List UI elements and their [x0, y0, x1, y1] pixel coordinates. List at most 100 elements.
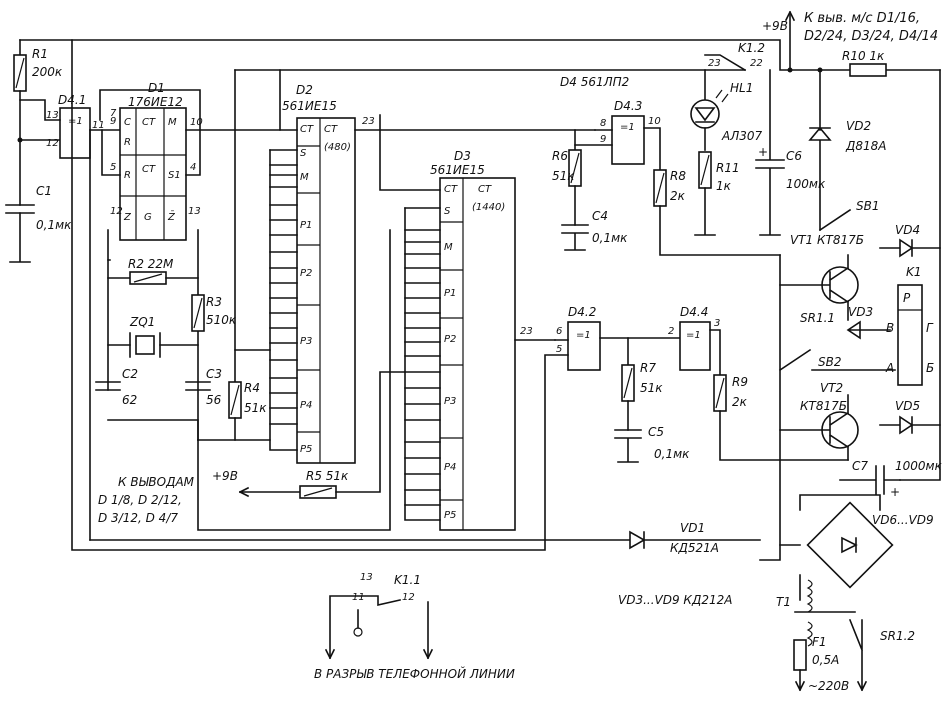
d3-pins	[404, 207, 441, 506]
pin-23-k: 23	[708, 58, 721, 69]
plus9b-label: +9В	[212, 469, 238, 483]
d42-label: D4.2	[568, 305, 596, 319]
d2-s: S	[300, 148, 307, 159]
t1-label: T1	[776, 595, 791, 609]
d1-r2: R	[124, 170, 131, 181]
sb2-label: SB2	[818, 355, 841, 369]
d4-label: D4 561ЛП2	[560, 75, 629, 89]
r1-value: 200к	[32, 65, 63, 79]
kvyvodam-label: К ВЫВОДАМ	[118, 475, 195, 489]
relay-k1	[897, 284, 923, 386]
diode-vd1	[89, 129, 761, 550]
r6-value: 51к	[552, 169, 575, 183]
d3-p2: P2	[444, 334, 456, 345]
d1-s1: S1	[168, 170, 181, 181]
c3-label: C3	[206, 367, 222, 381]
resistor-r11	[694, 151, 716, 236]
pin-3: 3	[714, 318, 720, 329]
chip-d2	[296, 117, 356, 464]
k1-a: А	[885, 361, 894, 375]
capacitor-c3	[185, 381, 211, 391]
d2-prog-bus	[269, 149, 298, 451]
pin-13: 13	[46, 110, 59, 121]
r5-label: R5 51к	[306, 469, 349, 483]
d1-r1: R	[124, 137, 131, 148]
right-rail	[899, 69, 941, 481]
d1-ct1: CT	[142, 117, 156, 128]
left-rail	[759, 254, 781, 561]
d1-s1-wire	[99, 89, 201, 176]
diode-vd3	[846, 320, 891, 340]
crystal-zq1	[129, 332, 161, 358]
vt2-label: VT2	[820, 381, 843, 395]
d3-m: M	[444, 242, 453, 253]
d3-p5: P5	[444, 510, 456, 521]
pin-12b: 12	[110, 206, 123, 217]
resistor-r6	[568, 129, 582, 226]
gate-d4-4	[679, 321, 721, 376]
vd5-label: VD5	[895, 399, 920, 413]
k1-p: Р	[903, 291, 911, 305]
d1-type: 176ИЕ12	[128, 95, 183, 109]
hl1-label: HL1	[730, 81, 753, 95]
pin-23-d2: 23	[362, 116, 375, 127]
r3-label: R3	[206, 295, 222, 309]
phone-label: В РАЗРЫВ ТЕЛЕФОННОЙ ЛИНИИ	[314, 666, 515, 681]
k1-g: Г	[926, 321, 934, 335]
d3-clk-wire	[379, 114, 441, 191]
gate-d4-3	[574, 115, 661, 171]
c7-plus: +	[890, 485, 900, 499]
r10-label: R10 1к	[842, 49, 885, 63]
vt2-type: КТ817Б	[800, 399, 847, 413]
d43-label: D4.3	[614, 99, 642, 113]
k1-b: Б	[926, 361, 934, 375]
vd2-type: Д818А	[845, 139, 887, 153]
d1-g: G	[144, 212, 152, 223]
kvyv2-label: D2/24, D3/24, D4/14	[804, 29, 938, 44]
pin-11: 11	[92, 120, 105, 131]
pin-23-d3: 23	[520, 326, 533, 337]
d2-ct: CT	[300, 124, 314, 135]
c1-label: C1	[36, 184, 52, 198]
c6-label: C6	[786, 149, 802, 163]
transistor-vt1	[779, 254, 859, 321]
gate-d4-1	[19, 99, 121, 159]
resistor-r9	[713, 374, 849, 461]
d1-ct2: CT	[142, 164, 156, 175]
d41-eq: =1	[68, 116, 83, 127]
pin-8: 8	[600, 118, 606, 129]
kv2-label: D 3/12, D 4/7	[98, 511, 178, 525]
sr11-label: SR1.1	[800, 311, 835, 325]
d3-s: S	[444, 206, 451, 217]
d2-m: M	[300, 172, 309, 183]
zq1-label: ZQ1	[129, 315, 155, 329]
d1-zbar: Z̄	[167, 210, 176, 223]
pin-10b: 10	[648, 116, 661, 127]
bottom-bus-d3	[197, 229, 391, 531]
r2-label: R2 22М	[128, 257, 174, 271]
r9-value: 2к	[732, 395, 748, 409]
r11-label: R11	[716, 161, 740, 175]
r6-label: R6	[552, 149, 568, 163]
c7-value: 1000мк	[895, 459, 943, 473]
r7-label: R7	[640, 361, 656, 375]
k11-label: K1.1	[394, 573, 421, 587]
c5-label: C5	[648, 425, 664, 439]
resistor-r8	[653, 169, 781, 256]
capacitor-c6	[755, 69, 785, 236]
d1-m: M	[168, 117, 177, 128]
c4-label: C4	[592, 209, 608, 223]
relay-contact-k1-1	[324, 595, 434, 660]
d43-eq: =1	[620, 122, 635, 133]
c7-label: C7	[852, 459, 868, 473]
diode-vd5	[879, 415, 941, 435]
led-hl1	[690, 69, 729, 151]
d44-eq: =1	[686, 330, 701, 341]
d2-pins	[269, 149, 298, 425]
k11-11: 11	[352, 592, 365, 603]
switch-sr1-2	[848, 618, 868, 692]
resistor-r10	[849, 63, 887, 77]
crystal-section	[107, 229, 199, 441]
resistor-r1	[13, 39, 27, 206]
vd4-label: VD4	[895, 223, 920, 237]
